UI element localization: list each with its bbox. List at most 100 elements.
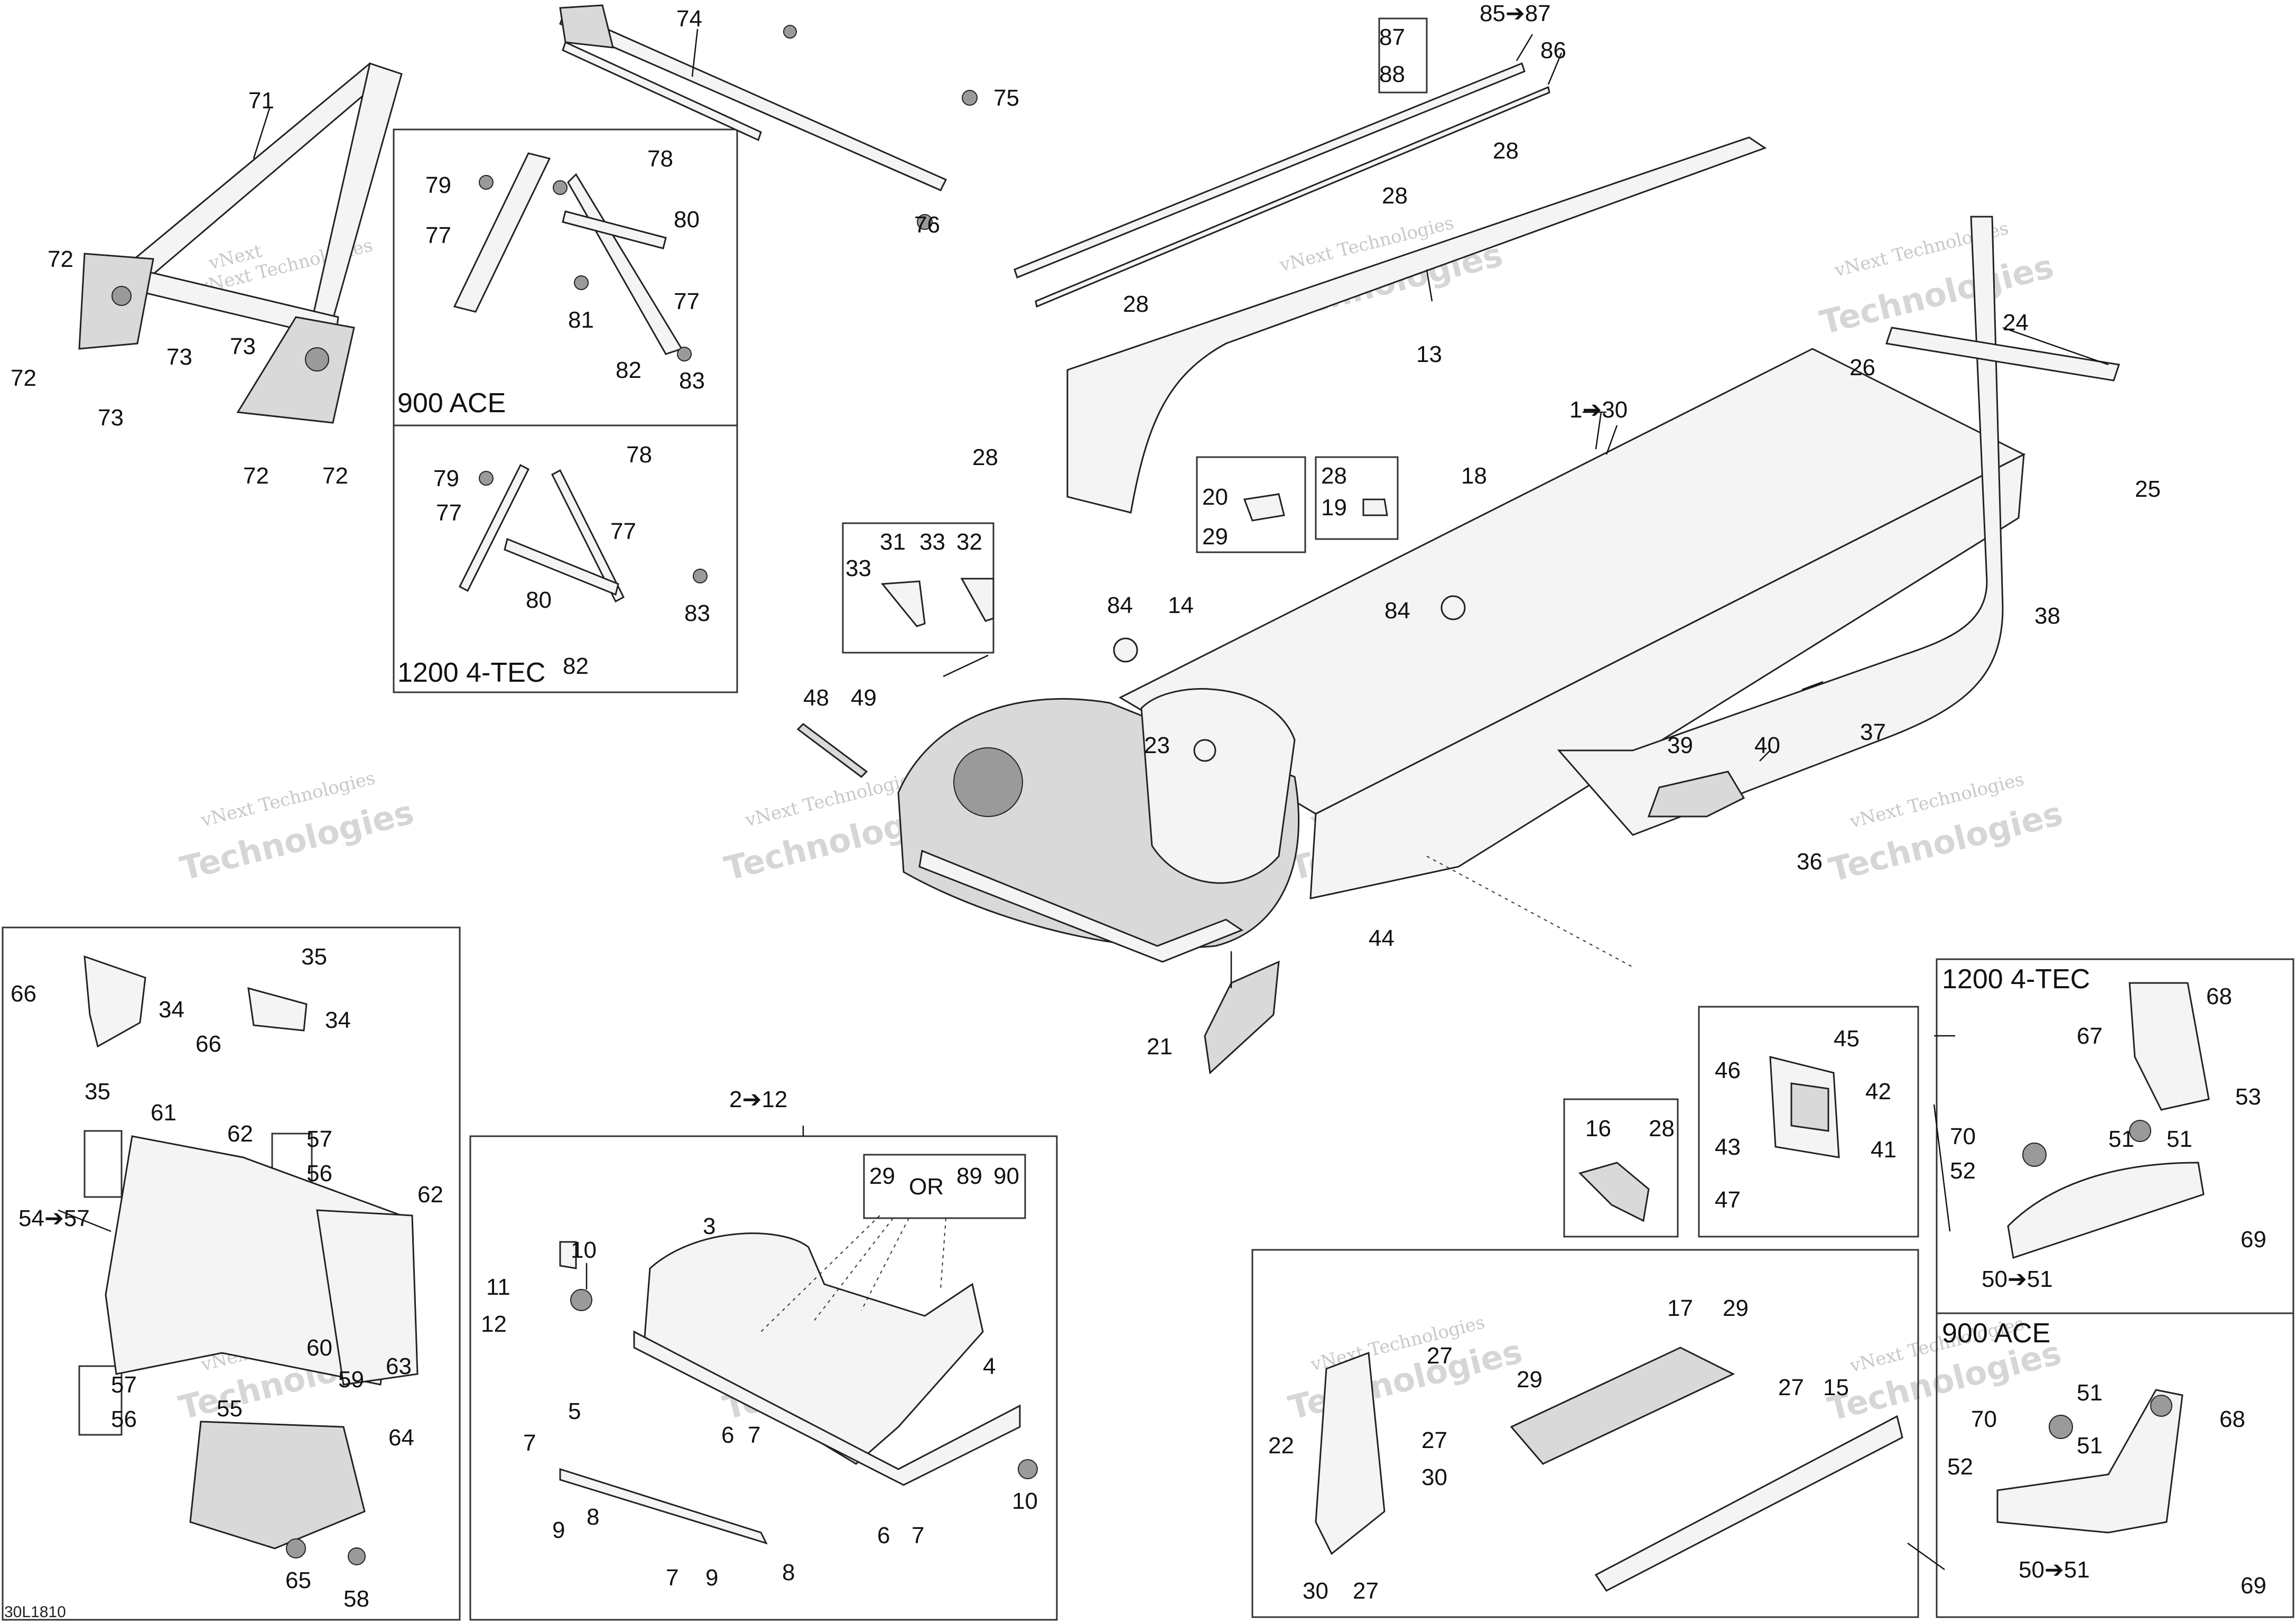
callout-label: 81 [568, 307, 594, 333]
callout-label: 41 [1871, 1137, 1897, 1163]
callout-label: 21 [1147, 1034, 1173, 1060]
callout-label: 76 [914, 212, 940, 238]
callout-label: 45 [1834, 1026, 1860, 1052]
callout-label: 55 [217, 1396, 243, 1422]
callout-label: 36 [1797, 849, 1823, 875]
callout-label: 51 [2077, 1380, 2103, 1406]
callout-label: 5 [568, 1398, 581, 1424]
callout-label: 73 [166, 344, 192, 370]
callout-label: 3 [703, 1213, 715, 1239]
callout-label: 27 [1778, 1375, 1804, 1400]
inset-box-2-12 [469, 1135, 1058, 1621]
callout-label: 88 [1379, 61, 1405, 87]
caption-900-ace-right: 900 ACE [1942, 1318, 2050, 1349]
callout-label: 6 [721, 1422, 734, 1448]
callout-label: 58 [343, 1586, 369, 1612]
inset-box-15-30 [1251, 1249, 1919, 1618]
inset-box-28-19 [1315, 456, 1399, 540]
callout-label: 51 [2167, 1126, 2192, 1152]
callout-label: 44 [1369, 925, 1395, 951]
callout-label: 37 [1860, 719, 1886, 745]
callout-label: 74 [676, 6, 702, 32]
callout-label: 63 [386, 1353, 412, 1379]
callout-label: 11 [486, 1274, 510, 1300]
callout-label: 30 [1303, 1578, 1328, 1604]
parts [78, 4, 2210, 1592]
or-text: OR [909, 1174, 944, 1200]
callout-label: 2➔12 [729, 1087, 787, 1112]
callout-label: 61 [151, 1100, 176, 1126]
callout-label: 78 [626, 442, 652, 468]
callout-label: 14 [1168, 592, 1194, 618]
callout-label: 26 [1849, 355, 1875, 381]
callout-label: 43 [1715, 1134, 1741, 1160]
callout-label: 82 [563, 653, 589, 679]
callout-label: 78 [647, 146, 673, 172]
callout-label: 9 [705, 1565, 718, 1591]
inset-box-54-66 [2, 926, 461, 1621]
callout-label: 90 [993, 1163, 1019, 1189]
callout-label: 28 [1382, 183, 1408, 209]
callout-label: 72 [48, 246, 73, 272]
callout-label: 77 [425, 222, 451, 248]
callout-label: 47 [1715, 1187, 1741, 1213]
callout-label: 35 [85, 1079, 110, 1105]
callout-label: 83 [679, 368, 705, 394]
callout-label: 84 [1107, 592, 1133, 618]
callout-label: 67 [2077, 1023, 2103, 1049]
callout-label: 25 [2135, 476, 2161, 502]
brackets-20-19 [1243, 493, 1388, 522]
callout-label: 19 [1321, 495, 1347, 521]
callout-label: 72 [243, 463, 269, 489]
callout-label: 79 [425, 172, 451, 198]
callout-label: 1➔30 [1569, 397, 1628, 423]
callout-label: 79 [433, 466, 459, 491]
callout-label: 56 [111, 1406, 137, 1432]
callout-label: 64 [388, 1425, 414, 1451]
mount-900ace [1996, 1389, 2183, 1534]
callout-label: 7 [912, 1523, 924, 1548]
callout-label: 69 [2241, 1227, 2266, 1252]
callout-label: 32 [956, 529, 982, 555]
callout-label: 51 [2077, 1433, 2103, 1459]
callout-label: 17 [1667, 1295, 1693, 1321]
callout-label: 53 [2235, 1084, 2261, 1110]
callout-label: 8 [587, 1504, 599, 1530]
callout-label: 82 [616, 357, 642, 383]
callout-label: 6 [877, 1523, 890, 1548]
caption-1200-4tec: 1200 4-TEC [397, 657, 545, 688]
bracket-16 [1578, 1162, 1650, 1222]
callout-label: 33 [919, 529, 945, 555]
callout-labels: 71 72 72 72 72 73 73 73 74 75 76 78 79 8… [11, 1, 2266, 1612]
callout-label: 77 [436, 500, 462, 526]
callout-label: 77 [674, 289, 700, 314]
callout-label: 50➔51 [1982, 1266, 2053, 1292]
callout-label: 72 [322, 463, 348, 489]
callout-label: 22 [1268, 1433, 1294, 1459]
inset-boxes [2, 17, 2294, 1621]
steering-support-a-frame [78, 62, 403, 424]
callout-label: 30 [1421, 1464, 1447, 1490]
front-frame-parts [559, 1232, 1038, 1545]
callout-label: 39 [1667, 732, 1693, 758]
callout-label: 54➔57 [18, 1205, 90, 1231]
callout-label: 80 [526, 587, 552, 613]
callout-label: 71 [248, 88, 274, 114]
left-inset-parts [83, 955, 419, 1565]
callout-label: 29 [1202, 524, 1228, 550]
callout-label: 15 [1823, 1375, 1849, 1400]
callout-label: 29 [1517, 1367, 1542, 1393]
callout-label: 83 [684, 600, 710, 626]
callout-label: 50➔51 [2019, 1557, 2090, 1583]
callout-label: 12 [481, 1311, 507, 1337]
callout-label: 75 [993, 85, 1019, 111]
callout-label: 87 [1379, 24, 1405, 50]
callout-label: 65 [285, 1567, 311, 1593]
steering-column [559, 4, 978, 230]
callout-label: 52 [1950, 1158, 1976, 1184]
callout-label: 57 [306, 1126, 332, 1152]
callout-label: 68 [2206, 983, 2232, 1009]
callout-label: 20 [1202, 484, 1228, 510]
callout-label: 28 [1493, 138, 1519, 164]
callout-label: 18 [1461, 463, 1487, 489]
